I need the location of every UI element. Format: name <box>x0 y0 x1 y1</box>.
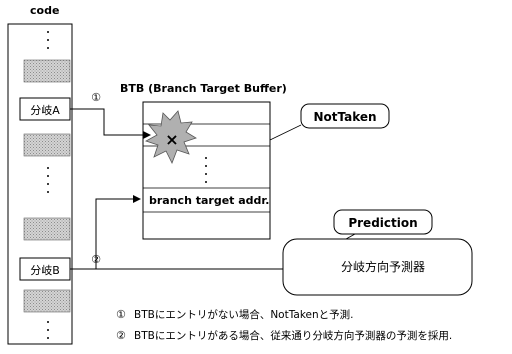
note-2-text: BTBにエントリがある場合、従来通り分岐方向予測器の予測を採用. <box>134 329 452 342</box>
note-1-number: ① <box>116 308 126 321</box>
btb-title: BTB (Branch Target Buffer) <box>120 82 287 95</box>
branch-a-label: 分岐A <box>30 104 60 117</box>
miss-starburst-icon <box>145 110 197 164</box>
code-block <box>23 289 71 313</box>
not-taken-callout <box>300 103 390 129</box>
marker-one: ① <box>91 91 101 104</box>
ellipsis-top <box>47 31 49 49</box>
direction-predictor-label: 分岐方向予測器 <box>341 259 425 274</box>
note-2-number: ② <box>116 329 126 342</box>
btb-ellipsis <box>205 157 207 183</box>
arrow-branch-a-to-btb <box>70 108 151 139</box>
arrow-branch-b-to-btb <box>95 195 141 269</box>
btb-entry-label: branch target addr. <box>149 194 269 207</box>
direction-predictor-box <box>282 238 473 296</box>
ellipsis-bottom <box>47 321 49 339</box>
cross-mark-icon: × <box>165 130 178 149</box>
code-block <box>23 59 71 83</box>
code-block <box>23 133 71 157</box>
prediction-callout <box>333 209 433 235</box>
marker-two: ② <box>91 253 101 266</box>
not-taken-callout-pointer <box>269 124 302 141</box>
branch-b-label: 分岐B <box>30 264 60 277</box>
not-taken-label: NotTaken <box>313 110 376 124</box>
code-title: code <box>30 4 59 17</box>
prediction-label: Prediction <box>348 216 417 230</box>
ellipsis-middle <box>47 167 49 193</box>
code-block <box>23 217 71 241</box>
prediction-callout-pointer <box>345 233 356 240</box>
note-1-text: BTBにエントリがない場合、NotTakenと予測. <box>134 308 353 321</box>
